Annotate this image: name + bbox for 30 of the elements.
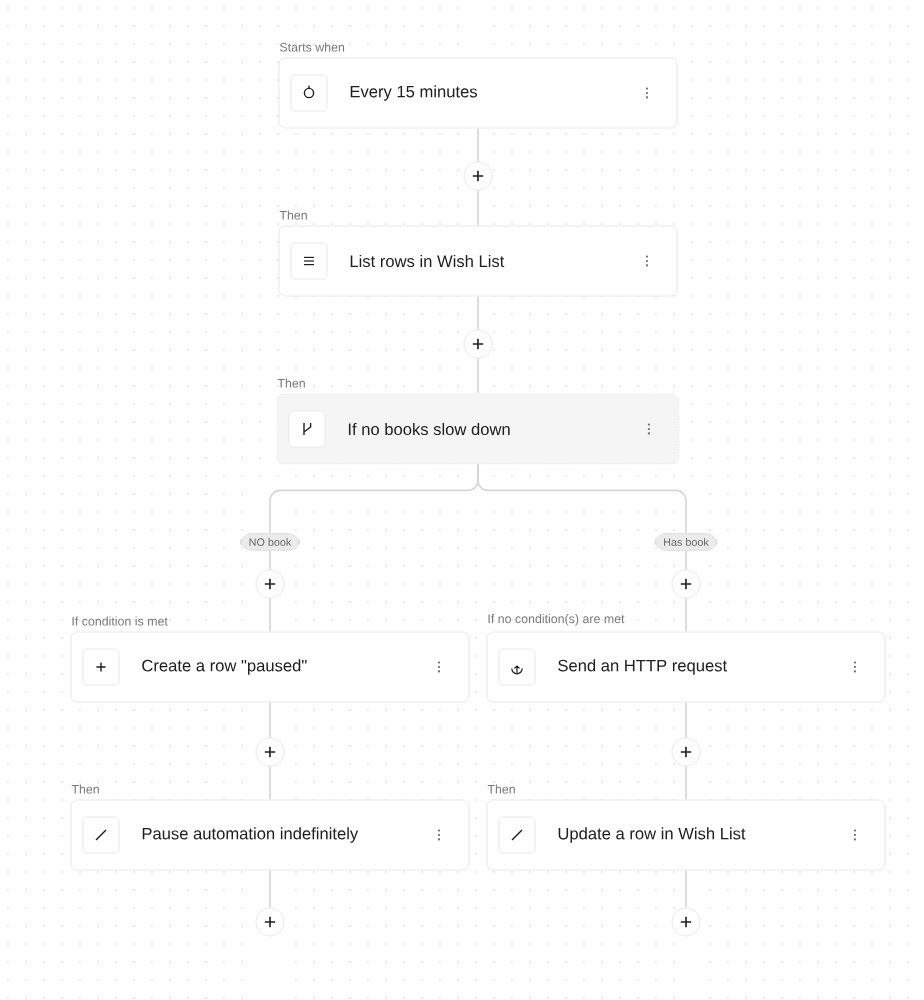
add-step-button xyxy=(463,161,493,191)
step-title: Every 15 minutes xyxy=(350,85,477,101)
add-step-button xyxy=(671,737,701,767)
connector-line xyxy=(685,701,687,739)
add-step-button xyxy=(255,737,285,767)
connector-line xyxy=(269,869,271,909)
add-step-button xyxy=(671,907,701,937)
connector-line xyxy=(685,597,687,633)
connector-line xyxy=(477,463,687,535)
step-title: Pause automation indefinitely xyxy=(142,827,359,843)
connector-line xyxy=(477,357,479,395)
connector-line xyxy=(477,127,479,163)
step-title: Send an HTTP request xyxy=(558,659,727,675)
connector-line xyxy=(685,869,687,909)
step-title: If no books slow down xyxy=(348,422,510,436)
add-step-button xyxy=(255,569,285,599)
connector-line xyxy=(269,549,271,571)
connector-line xyxy=(477,189,479,227)
connector-line xyxy=(269,701,271,739)
add-step-button xyxy=(671,569,701,599)
connector-line xyxy=(477,295,479,331)
step-title: List rows in Wish List xyxy=(350,254,505,268)
connector-line xyxy=(685,549,687,571)
connector-line xyxy=(269,597,271,633)
add-step-button xyxy=(255,907,285,937)
connector-line xyxy=(269,765,271,801)
step-title: Create a row "paused" xyxy=(142,659,307,675)
step-title: Update a row in Wish List xyxy=(558,827,746,843)
add-step-button xyxy=(463,329,493,359)
connector-line xyxy=(685,765,687,801)
